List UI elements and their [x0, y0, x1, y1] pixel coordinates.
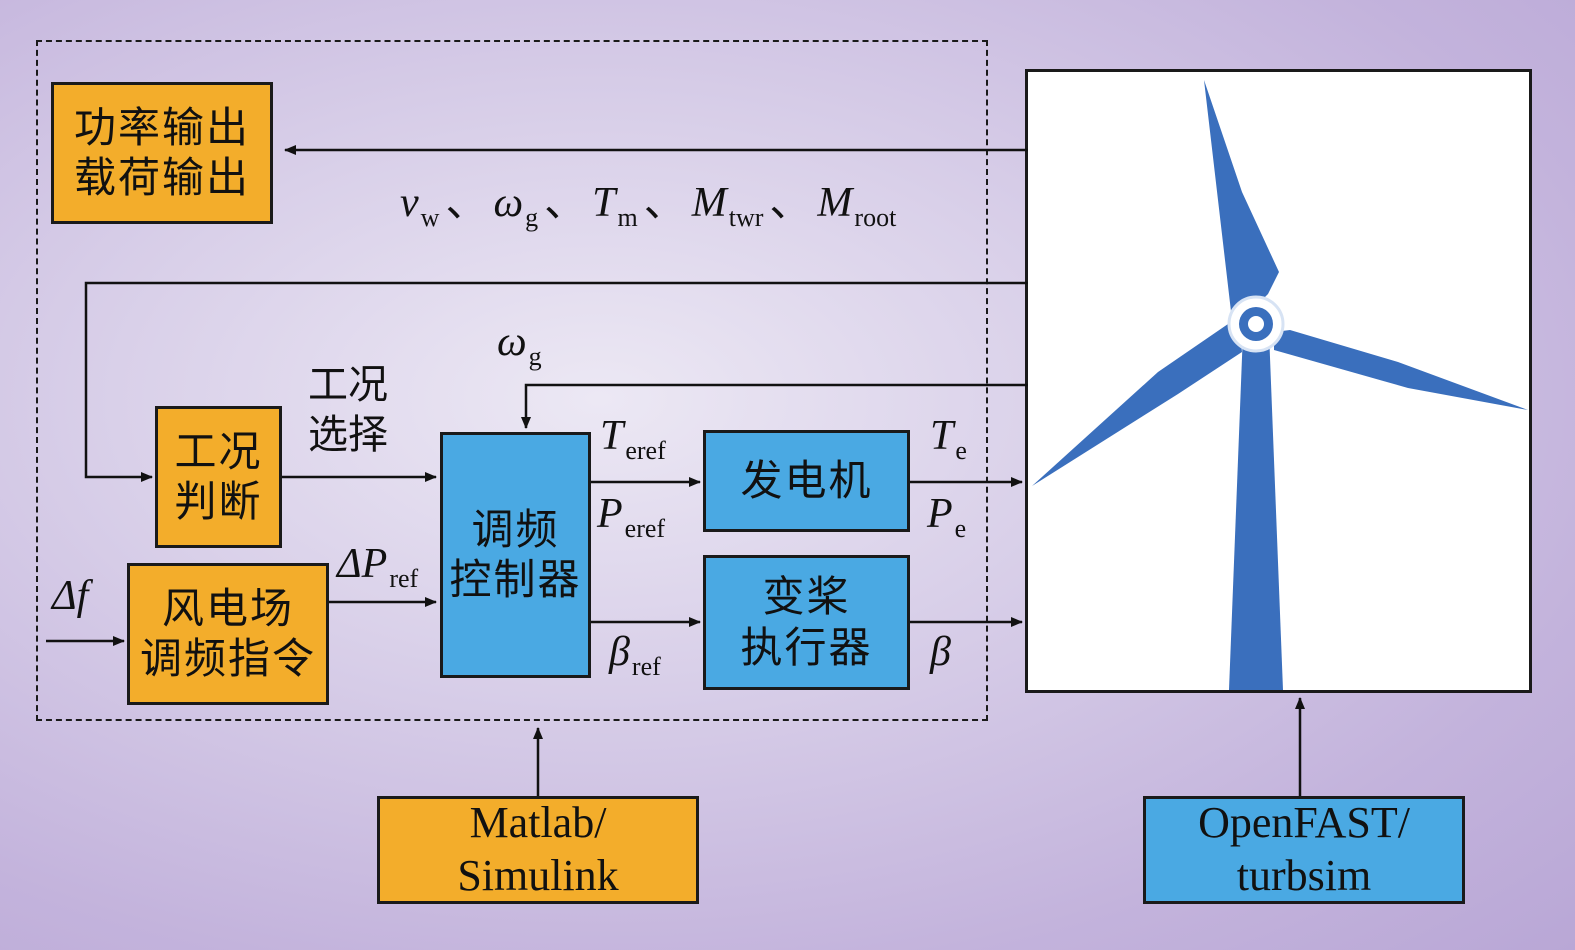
- frequency-controller-block: 调频 控制器: [440, 432, 591, 678]
- pitch-line-1: 变桨: [762, 572, 851, 622]
- beta-ref-label: βref: [609, 629, 661, 681]
- wind-turbine-icon: [1032, 80, 1528, 690]
- delta-p-ref-label: ΔPref: [337, 541, 419, 593]
- pitch-line-2: 执行器: [740, 622, 873, 672]
- controller-line-2: 控制器: [449, 555, 582, 604]
- farm-command-line-2: 调频指令: [139, 634, 316, 683]
- t-eref-label: Teref: [600, 413, 666, 465]
- output-line-2: 载荷输出: [73, 153, 250, 202]
- condition-judge-block: 工况 判断: [155, 406, 282, 548]
- generator-label: 发电机: [740, 455, 873, 505]
- farm-command-line-1: 风电场: [161, 583, 294, 633]
- openfast-line-1: OpenFAST/: [1198, 798, 1410, 848]
- condition-judge-line-2: 判断: [174, 477, 263, 526]
- matlab-line-1: Matlab/: [469, 798, 607, 848]
- beta-label: β: [930, 629, 951, 675]
- farm-frequency-command-block: 风电场 调频指令: [127, 563, 329, 705]
- generator-block: 发电机: [703, 430, 910, 532]
- omega-g-label: ωg: [497, 319, 542, 371]
- openfast-turbsim-block: OpenFAST/ turbsim: [1143, 796, 1465, 904]
- output-line-1: 功率输出: [73, 102, 250, 152]
- delta-f-label: Δf: [52, 573, 89, 619]
- t-e-label: Te: [930, 413, 967, 465]
- condition-judge-line-1: 工况: [174, 426, 263, 476]
- openfast-line-2: turbsim: [1236, 851, 1372, 900]
- matlab-simulink-block: Matlab/ Simulink: [377, 796, 699, 904]
- feedback-signals-label: vw、ωg、Tm、Mtwr、Mroot: [400, 177, 897, 232]
- pitch-actuator-block: 变桨 执行器: [703, 555, 910, 690]
- p-e-label: Pe: [927, 491, 967, 543]
- condition-select-label: 工况 选择: [308, 362, 388, 458]
- wind-turbine-panel: [1025, 69, 1532, 693]
- controller-line-1: 调频: [471, 504, 560, 554]
- matlab-line-2: Simulink: [457, 851, 619, 900]
- p-eref-label: Peref: [597, 491, 666, 543]
- power-load-output-block: 功率输出 载荷输出: [51, 82, 273, 224]
